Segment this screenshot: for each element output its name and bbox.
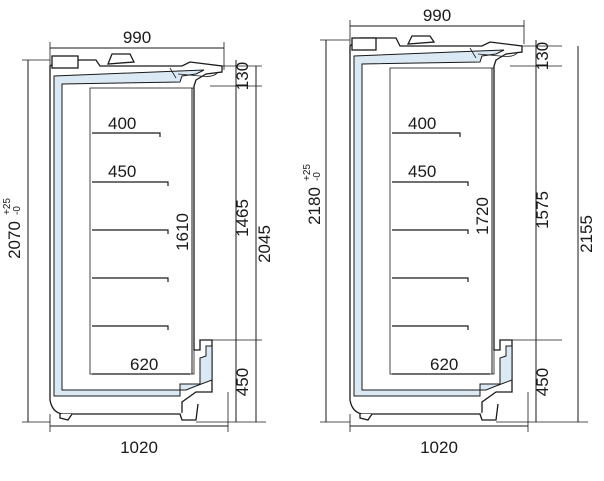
left-overall-height-group: 2070 +25 -0 (2, 198, 24, 259)
left-base-width-label: 1020 (120, 438, 158, 457)
right-shelf-depth-1: 400 (408, 114, 436, 133)
left-shelf-1 (92, 132, 161, 137)
right-shelf-5 (392, 325, 469, 330)
right-shelf-4 (392, 277, 469, 282)
left-shelf-3 (92, 229, 169, 234)
left-unit: 990 2070 +25 -0 400 450 620 (2, 28, 274, 457)
left-bottom-depth: 620 (130, 355, 158, 374)
right-canopy-lamp (469, 47, 519, 59)
left-overall-height-label: 2070 (5, 221, 24, 259)
left-base-height-label: 450 (233, 368, 252, 396)
right-overall-height-group: 2180 +25 -0 (302, 164, 324, 225)
right-shelf-depth-2: 450 (408, 162, 436, 181)
right-foot-rear (479, 403, 499, 421)
right-top-fan (406, 35, 436, 45)
right-bottom-depth: 620 (430, 355, 458, 374)
right-base-width-label: 1020 (420, 438, 458, 457)
right-canopy-height-label: 130 (533, 42, 552, 70)
left-internal-height-label: 1610 (173, 213, 192, 251)
left-loading-height-label: 1465 (233, 199, 252, 237)
left-controller-box (51, 55, 79, 69)
right-outer-height-label: 2155 (577, 215, 596, 253)
left-top-width-label: 990 (123, 28, 151, 47)
right-shelf-1 (392, 132, 461, 137)
left-canopy-height-label: 130 (233, 62, 252, 90)
right-tolerance-minus: -0 (312, 172, 323, 181)
left-foot-rear (179, 403, 199, 421)
right-foot-front (359, 413, 373, 421)
left-cabinet-liner (53, 69, 213, 397)
left-shelf-5 (92, 325, 169, 330)
left-shelf-2 (92, 181, 169, 186)
right-base-height-label: 450 (533, 368, 552, 396)
right-top-width-label: 990 (423, 6, 451, 25)
right-unit: 990 2180 +25 -0 400 450 620 1720 (302, 6, 596, 457)
right-shelf-3 (392, 229, 469, 234)
right-loading-height-label: 1575 (533, 191, 552, 229)
left-top-fan (107, 53, 136, 65)
left-shelf-4 (92, 277, 169, 282)
left-canopy-lamp (169, 67, 219, 79)
left-outer-height-label: 2045 (255, 225, 274, 263)
right-overall-height-label: 2180 (305, 187, 324, 225)
right-cabinet-liner (353, 49, 513, 397)
left-tolerance-minus: -0 (12, 206, 23, 215)
right-shelf-2 (392, 181, 469, 186)
right-controller-box (351, 37, 377, 51)
right-tolerance-plus: +25 (302, 164, 313, 181)
left-tolerance-plus: +25 (2, 198, 13, 215)
right-internal-height-label: 1720 (473, 197, 492, 235)
left-foot-front (59, 413, 73, 421)
left-shelf-depth-1: 400 (108, 114, 136, 133)
left-shelf-depth-2: 450 (108, 162, 136, 181)
